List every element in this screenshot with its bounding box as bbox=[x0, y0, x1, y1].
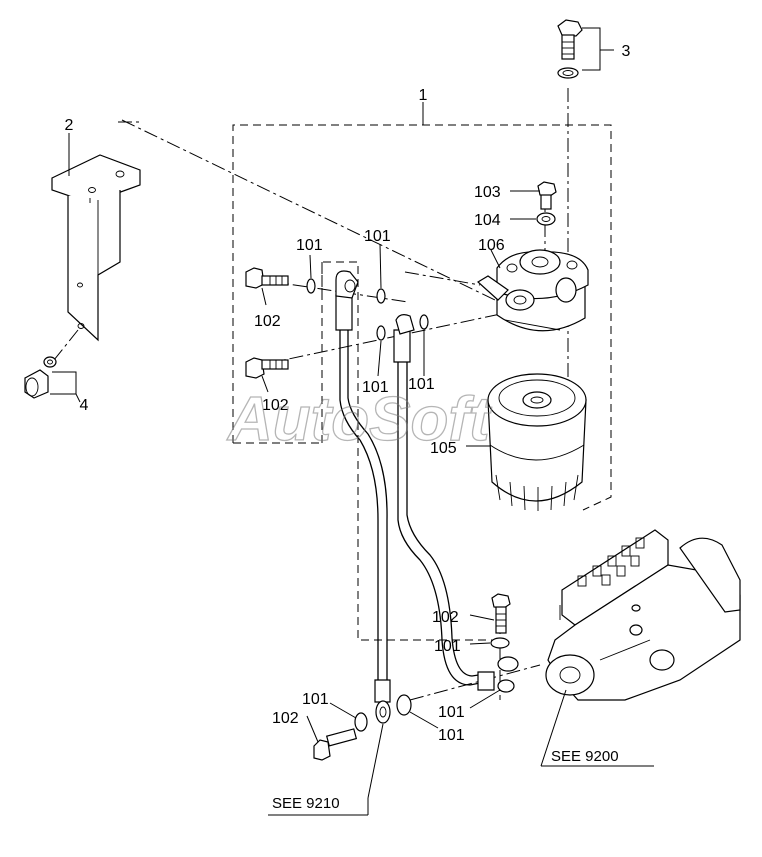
label-101-g: 101 bbox=[438, 727, 465, 744]
label-101-c: 101 bbox=[362, 379, 389, 396]
bolt-part-103 bbox=[537, 181, 557, 210]
label-102-a: 102 bbox=[254, 313, 281, 330]
label-2: 2 bbox=[65, 117, 74, 134]
bolt-washer-part-4 bbox=[24, 356, 57, 399]
injection-pump bbox=[545, 529, 741, 701]
label-101-d: 101 bbox=[408, 376, 435, 393]
label-101-e: 101 bbox=[434, 638, 461, 655]
washer-part-104 bbox=[536, 212, 556, 226]
label-101-a: 101 bbox=[296, 237, 323, 254]
label-102-c: 102 bbox=[432, 609, 459, 626]
part-labels: 1 2 3 4 103 104 106 105 101 101 101 101 … bbox=[65, 43, 631, 744]
see-9210-reference: SEE 9210 bbox=[272, 795, 340, 812]
label-102-b: 102 bbox=[262, 397, 289, 414]
label-101-b: 101 bbox=[364, 228, 391, 245]
filter-assembly-outline bbox=[232, 124, 612, 641]
label-101-f: 101 bbox=[438, 704, 465, 721]
leader-lines bbox=[50, 27, 654, 816]
label-3: 3 bbox=[622, 43, 631, 60]
label-103: 103 bbox=[474, 184, 501, 201]
watermark: AutoSoft bbox=[226, 385, 492, 454]
sealing-washers-part-101 bbox=[306, 278, 515, 732]
bolt-washer-part-3 bbox=[557, 19, 583, 79]
bracket-part-2 bbox=[51, 154, 141, 342]
label-104: 104 bbox=[474, 212, 501, 229]
label-106: 106 bbox=[478, 237, 505, 254]
cross-references: SEE 9210 SEE 9200 bbox=[272, 748, 619, 812]
filter-cartridge-part-105 bbox=[487, 373, 587, 511]
see-9200-reference: SEE 9200 bbox=[551, 748, 619, 765]
label-1: 1 bbox=[419, 87, 428, 104]
label-4: 4 bbox=[80, 397, 89, 414]
fuel-hoses bbox=[335, 270, 519, 724]
label-102-d: 102 bbox=[272, 710, 299, 727]
banjo-bolts-part-102 bbox=[245, 267, 511, 761]
label-105: 105 bbox=[430, 440, 457, 457]
filter-head-part-106 bbox=[476, 249, 589, 332]
label-101-h: 101 bbox=[302, 691, 329, 708]
